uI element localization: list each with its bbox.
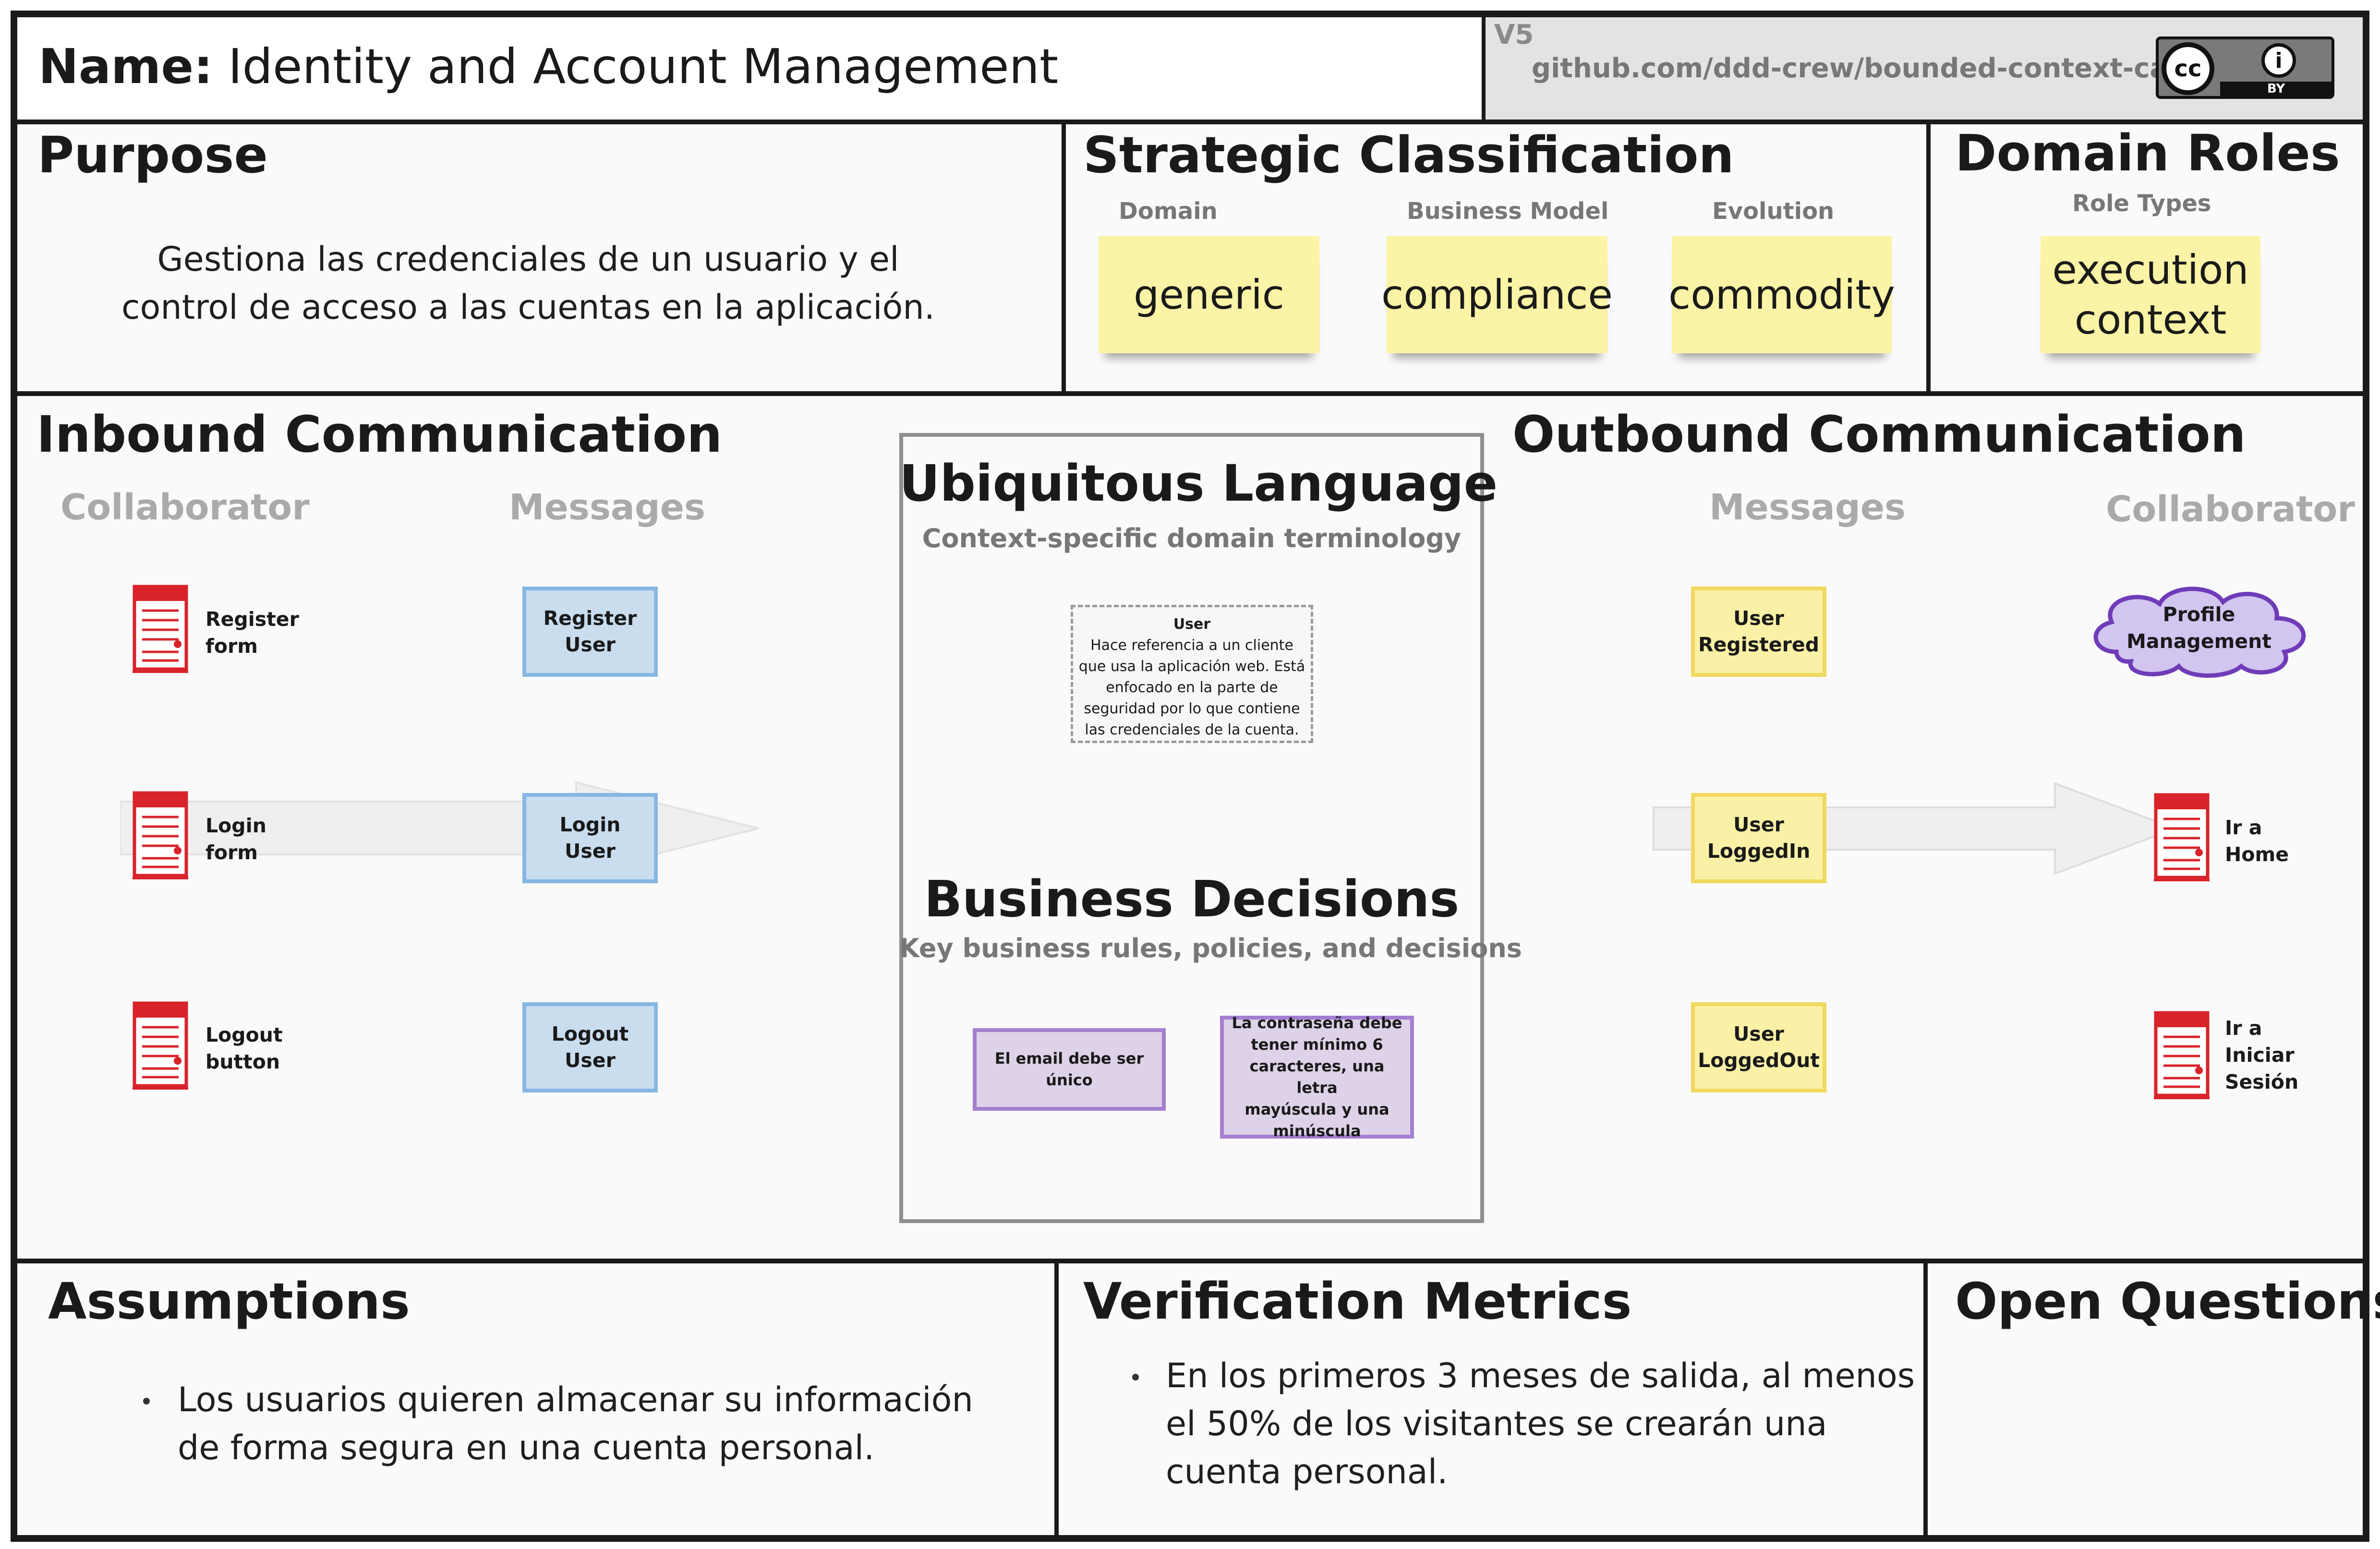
inbound-collaborator: Logout button (205, 1023, 283, 1073)
business-model-sticky: compliance (1381, 236, 1613, 353)
ubiquitous-title: Ubiquitous Language (899, 454, 1498, 513)
term-card: User Hace referencia a un cliente que us… (1071, 605, 1313, 743)
license-badge: cc i BY (2156, 36, 2334, 99)
purpose-text: Gestiona las credenciales de un usuario … (110, 235, 946, 331)
assumption-line: de forma segura en una cuenta personal. (178, 1428, 875, 1467)
business-decisions-title: Business Decisions (924, 870, 1460, 928)
term-name: User (1173, 616, 1211, 633)
name-value: Identity and Account Management (228, 38, 1059, 95)
bullet-icon (143, 1398, 150, 1405)
term-definition: Hace referencia a un cliente (1090, 637, 1293, 654)
version-label: V5 (1494, 19, 1534, 50)
name-label: Name: (38, 38, 213, 95)
outbound-collaborator: Ir a Iniciar Sesión (2225, 1017, 2299, 1093)
business-model-label: Business Model (1407, 198, 1609, 225)
logout-button-icon (133, 1001, 188, 1090)
inbound-collaborator-label: Collaborator (60, 487, 310, 528)
purpose-line: Gestiona las credenciales de un usuario … (157, 240, 899, 279)
term-definition: las credenciales de la cuenta. (1085, 721, 1299, 738)
metrics-title: Verification Metrics (1083, 1272, 1632, 1331)
ubiquitous-subtitle: Context-specific domain terminology (922, 523, 1462, 553)
cloud-icon (2093, 587, 2306, 678)
divider (1923, 1261, 1928, 1542)
inbound-collaborator: Register form (205, 608, 299, 658)
outbound-collaborator: Profile Management (2126, 603, 2271, 653)
divider (1054, 1261, 1059, 1542)
role-types-label: Role Types (2072, 190, 2211, 217)
strategic-title: Strategic Classification (1083, 126, 1734, 184)
business-decisions-subtitle: Key business rules, policies, and decisi… (899, 933, 1522, 963)
home-page-icon (2154, 793, 2210, 882)
login-page-icon (2154, 1011, 2210, 1100)
term-definition: que usa la aplicación web. Está (1078, 658, 1305, 675)
bullet-icon (1132, 1374, 1139, 1381)
assumptions-title: Assumptions (48, 1272, 410, 1331)
purpose-title: Purpose (37, 126, 268, 184)
domain-label: Domain (1119, 198, 1218, 225)
domain-sticky: generic (1099, 236, 1319, 353)
inbound-title: Inbound Communication (36, 405, 723, 464)
cc-icon: cc (2162, 42, 2214, 95)
outbound-collaborator: Ir a Home (2225, 816, 2289, 866)
header-name-area (17, 17, 1482, 123)
inbound-message: Logout User (522, 1002, 658, 1093)
outbound-messages-label: Messages (1709, 487, 1906, 528)
inbound-collaborator: Login form (205, 814, 266, 864)
inbound-message: Login User (522, 793, 658, 883)
divider (1926, 122, 1931, 394)
open-questions-title: Open Questions (1955, 1272, 2380, 1331)
business-rule: La contraseña debe tener mínimo 6 caract… (1220, 1014, 1414, 1140)
divider (17, 1259, 2363, 1263)
metric-line: En los primeros 3 meses de salida, al me… (1166, 1356, 1915, 1395)
inbound-messages-label: Messages (509, 487, 706, 528)
metric-line: el 50% de los visitantes se crearán una (1166, 1404, 1827, 1443)
repo-link[interactable]: github.com/ddd-crew/bounded-context-canv… (1532, 53, 2239, 84)
assumption-item: Los usuarios quieren almacenar su inform… (178, 1376, 973, 1472)
outbound-collaborator-label: Collaborator (2106, 489, 2355, 530)
outbound-message: User LoggedIn (1691, 793, 1826, 883)
outbound-message: User Registered (1691, 587, 1826, 677)
login-form-icon (133, 791, 188, 880)
outbound-message: User LoggedOut (1691, 1002, 1826, 1093)
divider (1062, 122, 1066, 394)
business-rule: El email debe ser único (973, 1028, 1166, 1111)
outbound-title: Outbound Communication (1512, 405, 2246, 464)
metric-line: cuenta personal. (1166, 1452, 1448, 1491)
domain-roles-title: Domain Roles (1955, 124, 2340, 182)
license-by: BY (2267, 82, 2285, 96)
divider (1482, 17, 1486, 123)
evolution-sticky: commodity (1668, 236, 1895, 353)
role-line: execution (2052, 246, 2249, 293)
role-sticky: execution context (2041, 236, 2260, 353)
register-form-icon (133, 585, 188, 673)
divider (17, 391, 2363, 396)
attribution-icon: i (2261, 43, 2296, 78)
license-strip (2220, 82, 2332, 96)
role-line: context (2074, 296, 2227, 343)
inbound-message: Register User (522, 587, 658, 677)
term-definition: enfocado en la parte de (1106, 679, 1278, 696)
purpose-line: control de acceso a las cuentas en la ap… (121, 288, 935, 327)
assumption-line: Los usuarios quieren almacenar su inform… (178, 1380, 973, 1419)
context-name: Name: Identity and Account Management (38, 38, 1058, 95)
evolution-label: Evolution (1712, 198, 1835, 225)
metric-item: En los primeros 3 meses de salida, al me… (1166, 1352, 1915, 1496)
term-definition: seguridad por lo que contiene (1084, 700, 1300, 717)
divider (17, 120, 2363, 124)
